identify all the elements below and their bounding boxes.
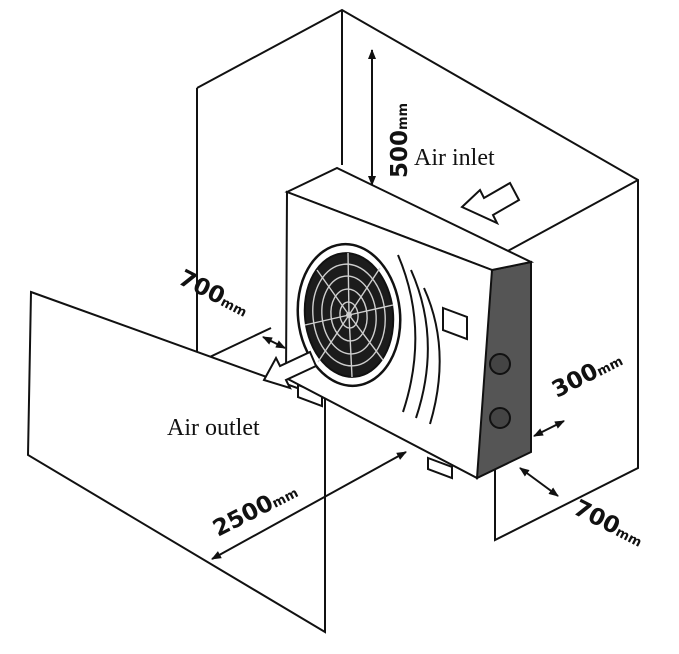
dimension-label-top: 500mm bbox=[387, 103, 413, 178]
unit-side-hole-lower bbox=[489, 407, 511, 429]
dimension-label-right-side: 700mm bbox=[569, 495, 648, 552]
unit-front-curve bbox=[423, 287, 441, 425]
fan-grille-icon bbox=[296, 242, 402, 388]
heat-pump-unit bbox=[284, 166, 535, 480]
dimension-line-front bbox=[211, 451, 407, 560]
unit-side-hole-upper bbox=[489, 353, 511, 375]
dimension-label-left: 700mm bbox=[174, 265, 253, 322]
dimension-line-left bbox=[262, 336, 286, 349]
unit-front-curve bbox=[397, 254, 417, 413]
air-inlet-label: Air inlet bbox=[414, 145, 495, 171]
unit-foot-right bbox=[427, 456, 453, 480]
air-outlet-arrow-icon bbox=[262, 350, 318, 390]
dimension-lines bbox=[211, 49, 565, 560]
unit-front-curve bbox=[410, 269, 429, 419]
dimension-label-right-back: 300mm bbox=[548, 346, 627, 403]
air-inlet-arrow-icon bbox=[460, 181, 521, 226]
air-outlet-label: Air outlet bbox=[167, 415, 260, 441]
unit-display-window bbox=[442, 306, 468, 341]
dimension-line-right-side bbox=[519, 467, 559, 497]
dimension-line-right-back bbox=[533, 420, 565, 437]
front-wall-panel bbox=[26, 290, 326, 634]
